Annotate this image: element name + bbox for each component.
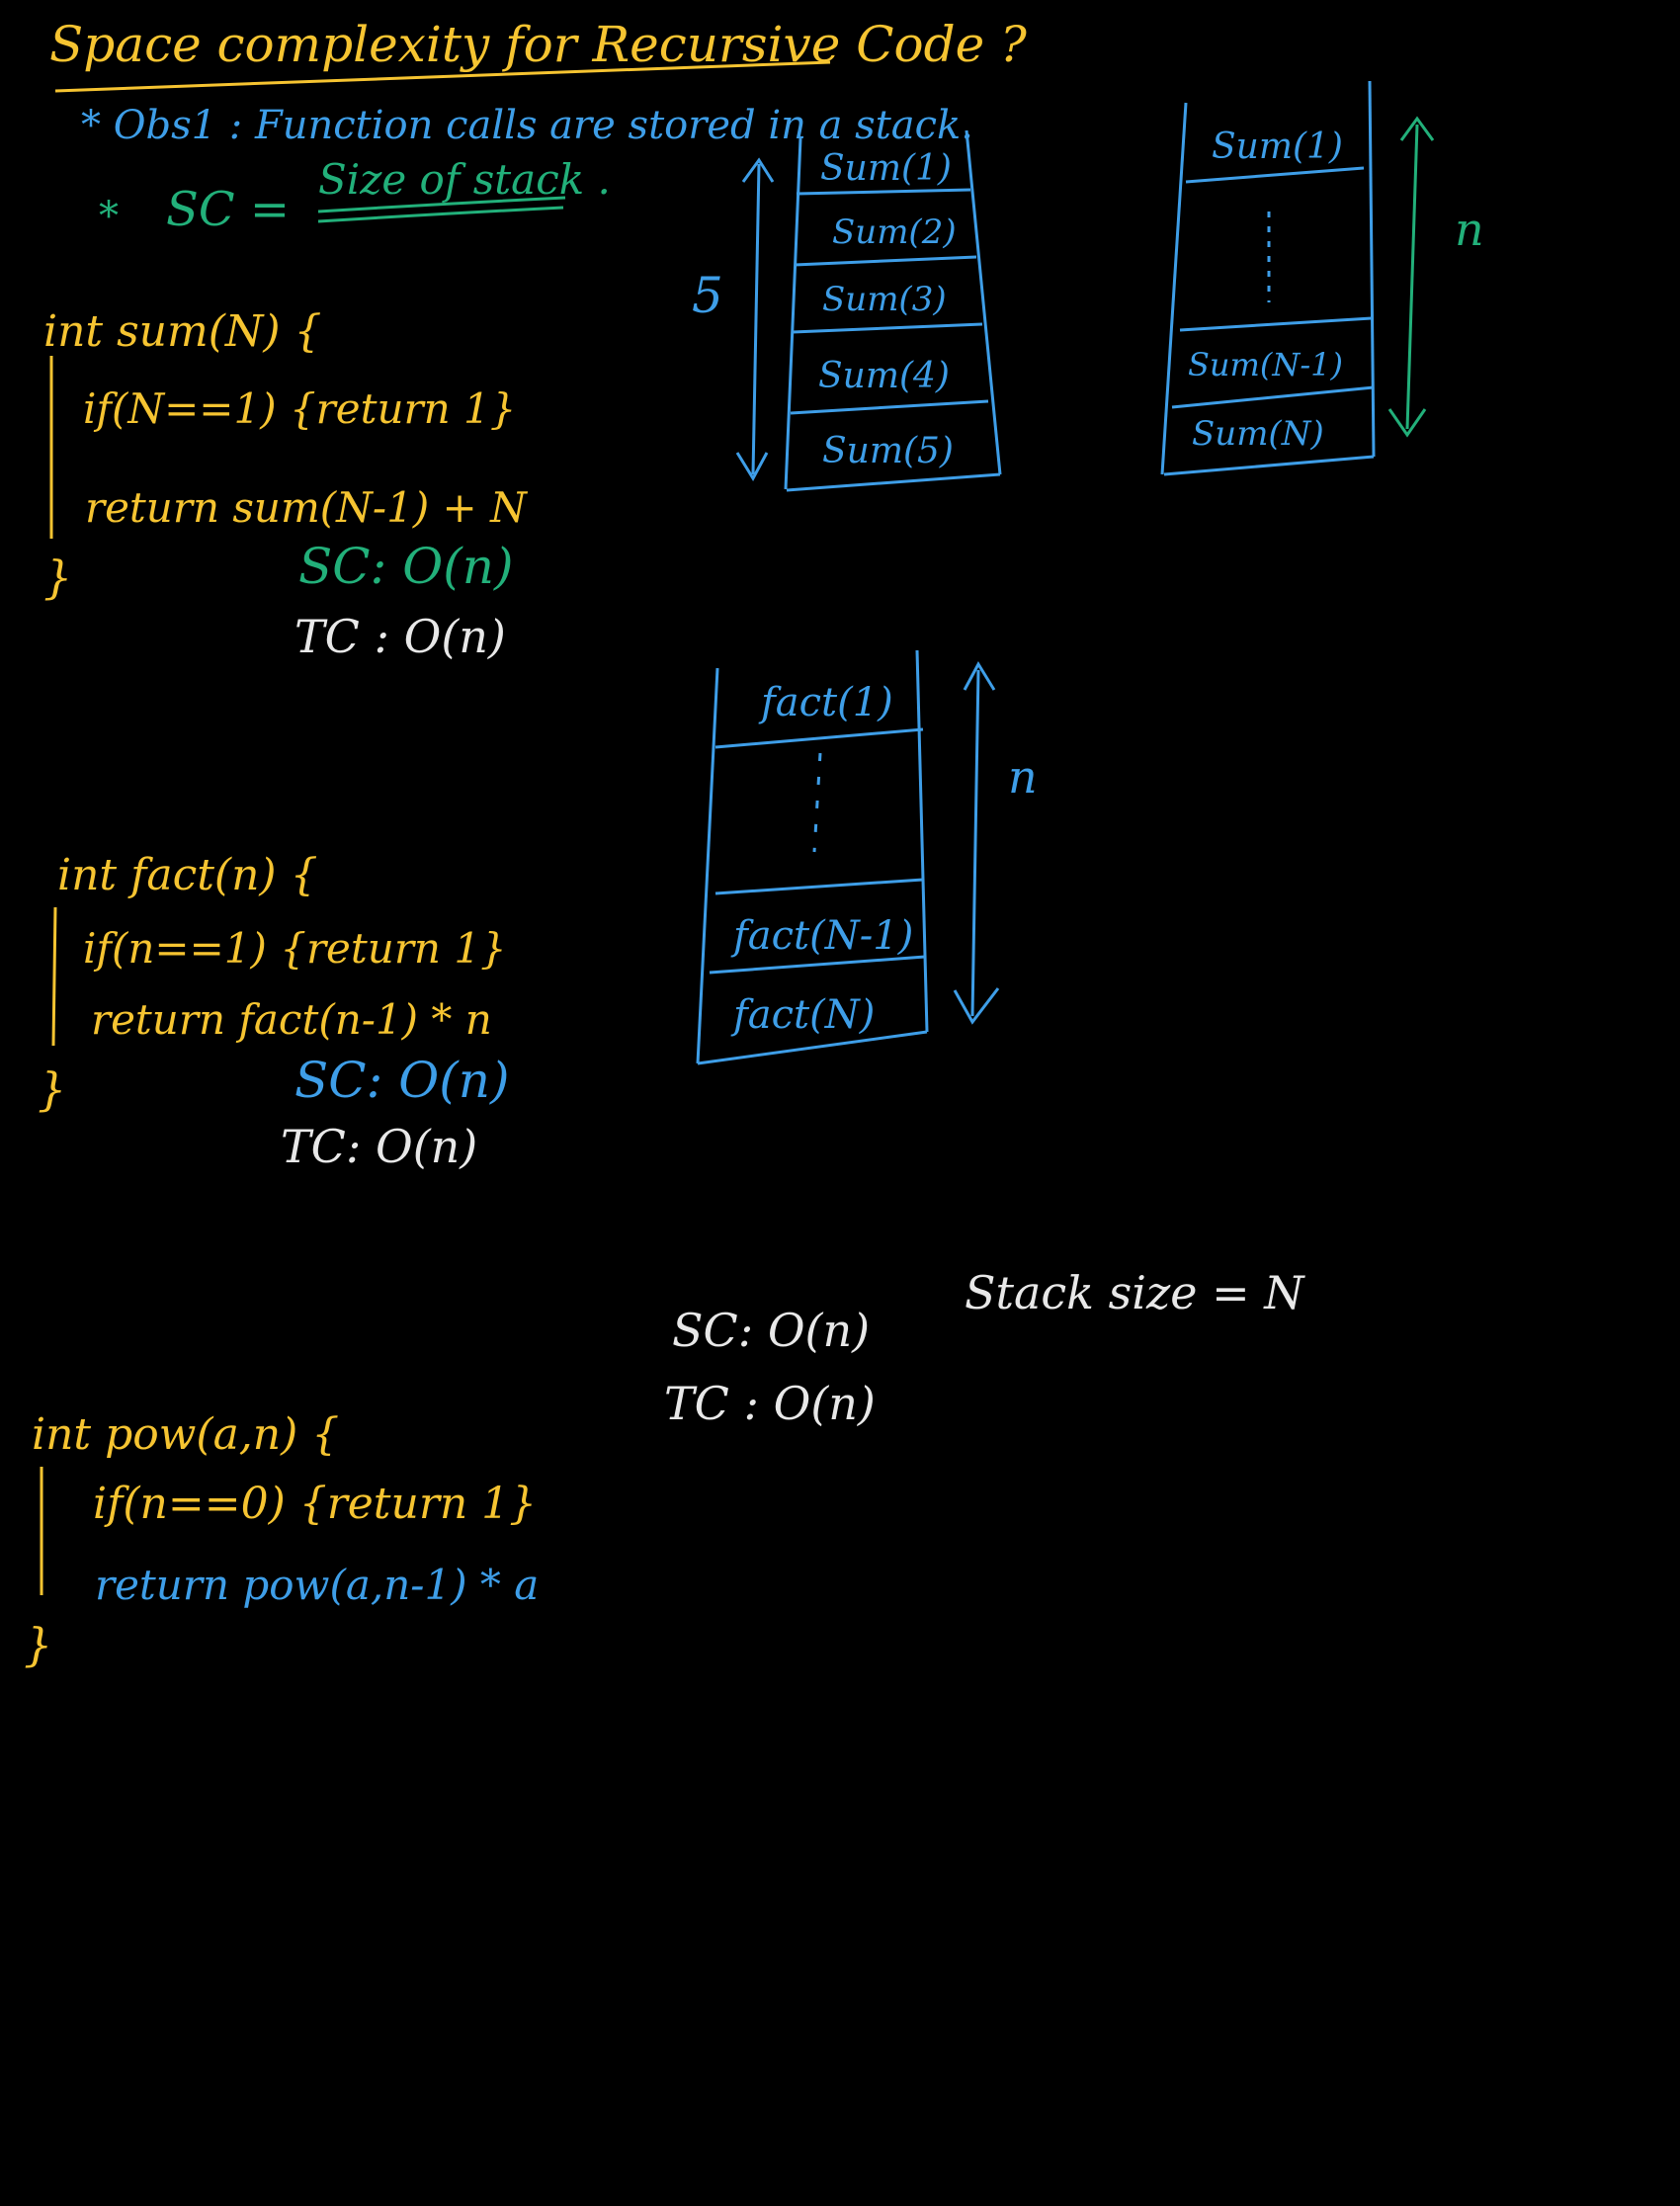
- sum-code-line-3: return sum(N-1) + N: [85, 483, 528, 532]
- stack-height-label: n: [1455, 203, 1484, 256]
- fact-sc: SC: O(n): [294, 1052, 509, 1109]
- obs1-note: * Obs1 : Function calls are stored in a …: [81, 103, 973, 148]
- stack-frame: Sum(N-1): [1188, 346, 1343, 383]
- stack-frame: fact(N): [730, 992, 875, 1038]
- pow-code-line-3: return pow(a,n-1) * a: [95, 1561, 539, 1609]
- stack-height-label: 5: [692, 267, 723, 324]
- sum-code-line-4: }: [43, 551, 72, 604]
- sc-underline-2: [317, 206, 564, 223]
- sum-sc: SC: O(n): [298, 538, 513, 595]
- page-title: Space complexity for Recursive Code ?: [49, 16, 1028, 73]
- stack-frame: Sum(5): [822, 431, 954, 471]
- fact-code-line-4: }: [38, 1062, 66, 1116]
- pow-code-line-1: int pow(a,n) {: [32, 1409, 339, 1460]
- pow-code-line-4: }: [24, 1618, 52, 1671]
- fact-code-line-3: return fact(n-1) * n: [91, 995, 492, 1044]
- stack-frame: Sum(4): [818, 356, 950, 396]
- stack-height-arrow-fact: [953, 660, 1000, 1025]
- sc-equals: SC =: [166, 182, 290, 237]
- stack-height-arrow-5: [735, 157, 775, 482]
- stack-frame: Sum(1): [1212, 127, 1343, 167]
- fact-code-line-2: if(n==1) {return 1}: [83, 924, 507, 973]
- fact-code-bracket: [51, 906, 57, 1047]
- fact-code-line-1: int fact(n) {: [57, 850, 318, 900]
- stack-sum-n: Sum(1) Sum(N-1) Sum(N): [1160, 80, 1376, 476]
- stack-frame: Sum(1): [820, 148, 952, 189]
- stack-height-arrow-n: [1387, 116, 1435, 438]
- stack-frame: Sum(3): [822, 280, 947, 319]
- sum-code-line-2: if(N==1) {return 1}: [83, 384, 516, 433]
- sc-star: *: [99, 194, 119, 239]
- stack-height-label: n: [1008, 750, 1038, 804]
- title-underline: [54, 60, 831, 93]
- fact-tc: TC: O(n): [281, 1120, 477, 1173]
- stack-fact-n: fact(1) fact(N-1) fact(N): [696, 649, 929, 1065]
- sum-tc: TC : O(n): [294, 610, 506, 663]
- sc-underline-1: [317, 196, 566, 213]
- sum-code-line-1: int sum(N) {: [43, 306, 322, 357]
- stack-frame: Sum(2): [832, 212, 957, 252]
- stack-frame: fact(1): [758, 680, 893, 725]
- stack-frame: fact(N-1): [730, 913, 913, 959]
- pow-code-line-2: if(n==0) {return 1}: [93, 1479, 537, 1529]
- sc-definition: Size of stack .: [318, 155, 611, 204]
- pow-sc: SC: O(n): [672, 1304, 870, 1357]
- stack-sum-5: Sum(1) Sum(2) Sum(3) Sum(4) Sum(5): [784, 129, 1002, 492]
- pow-tc: TC : O(n): [664, 1377, 876, 1430]
- stack-frame: Sum(N): [1192, 414, 1324, 454]
- pow-stack-size: Stack size = N: [965, 1266, 1305, 1319]
